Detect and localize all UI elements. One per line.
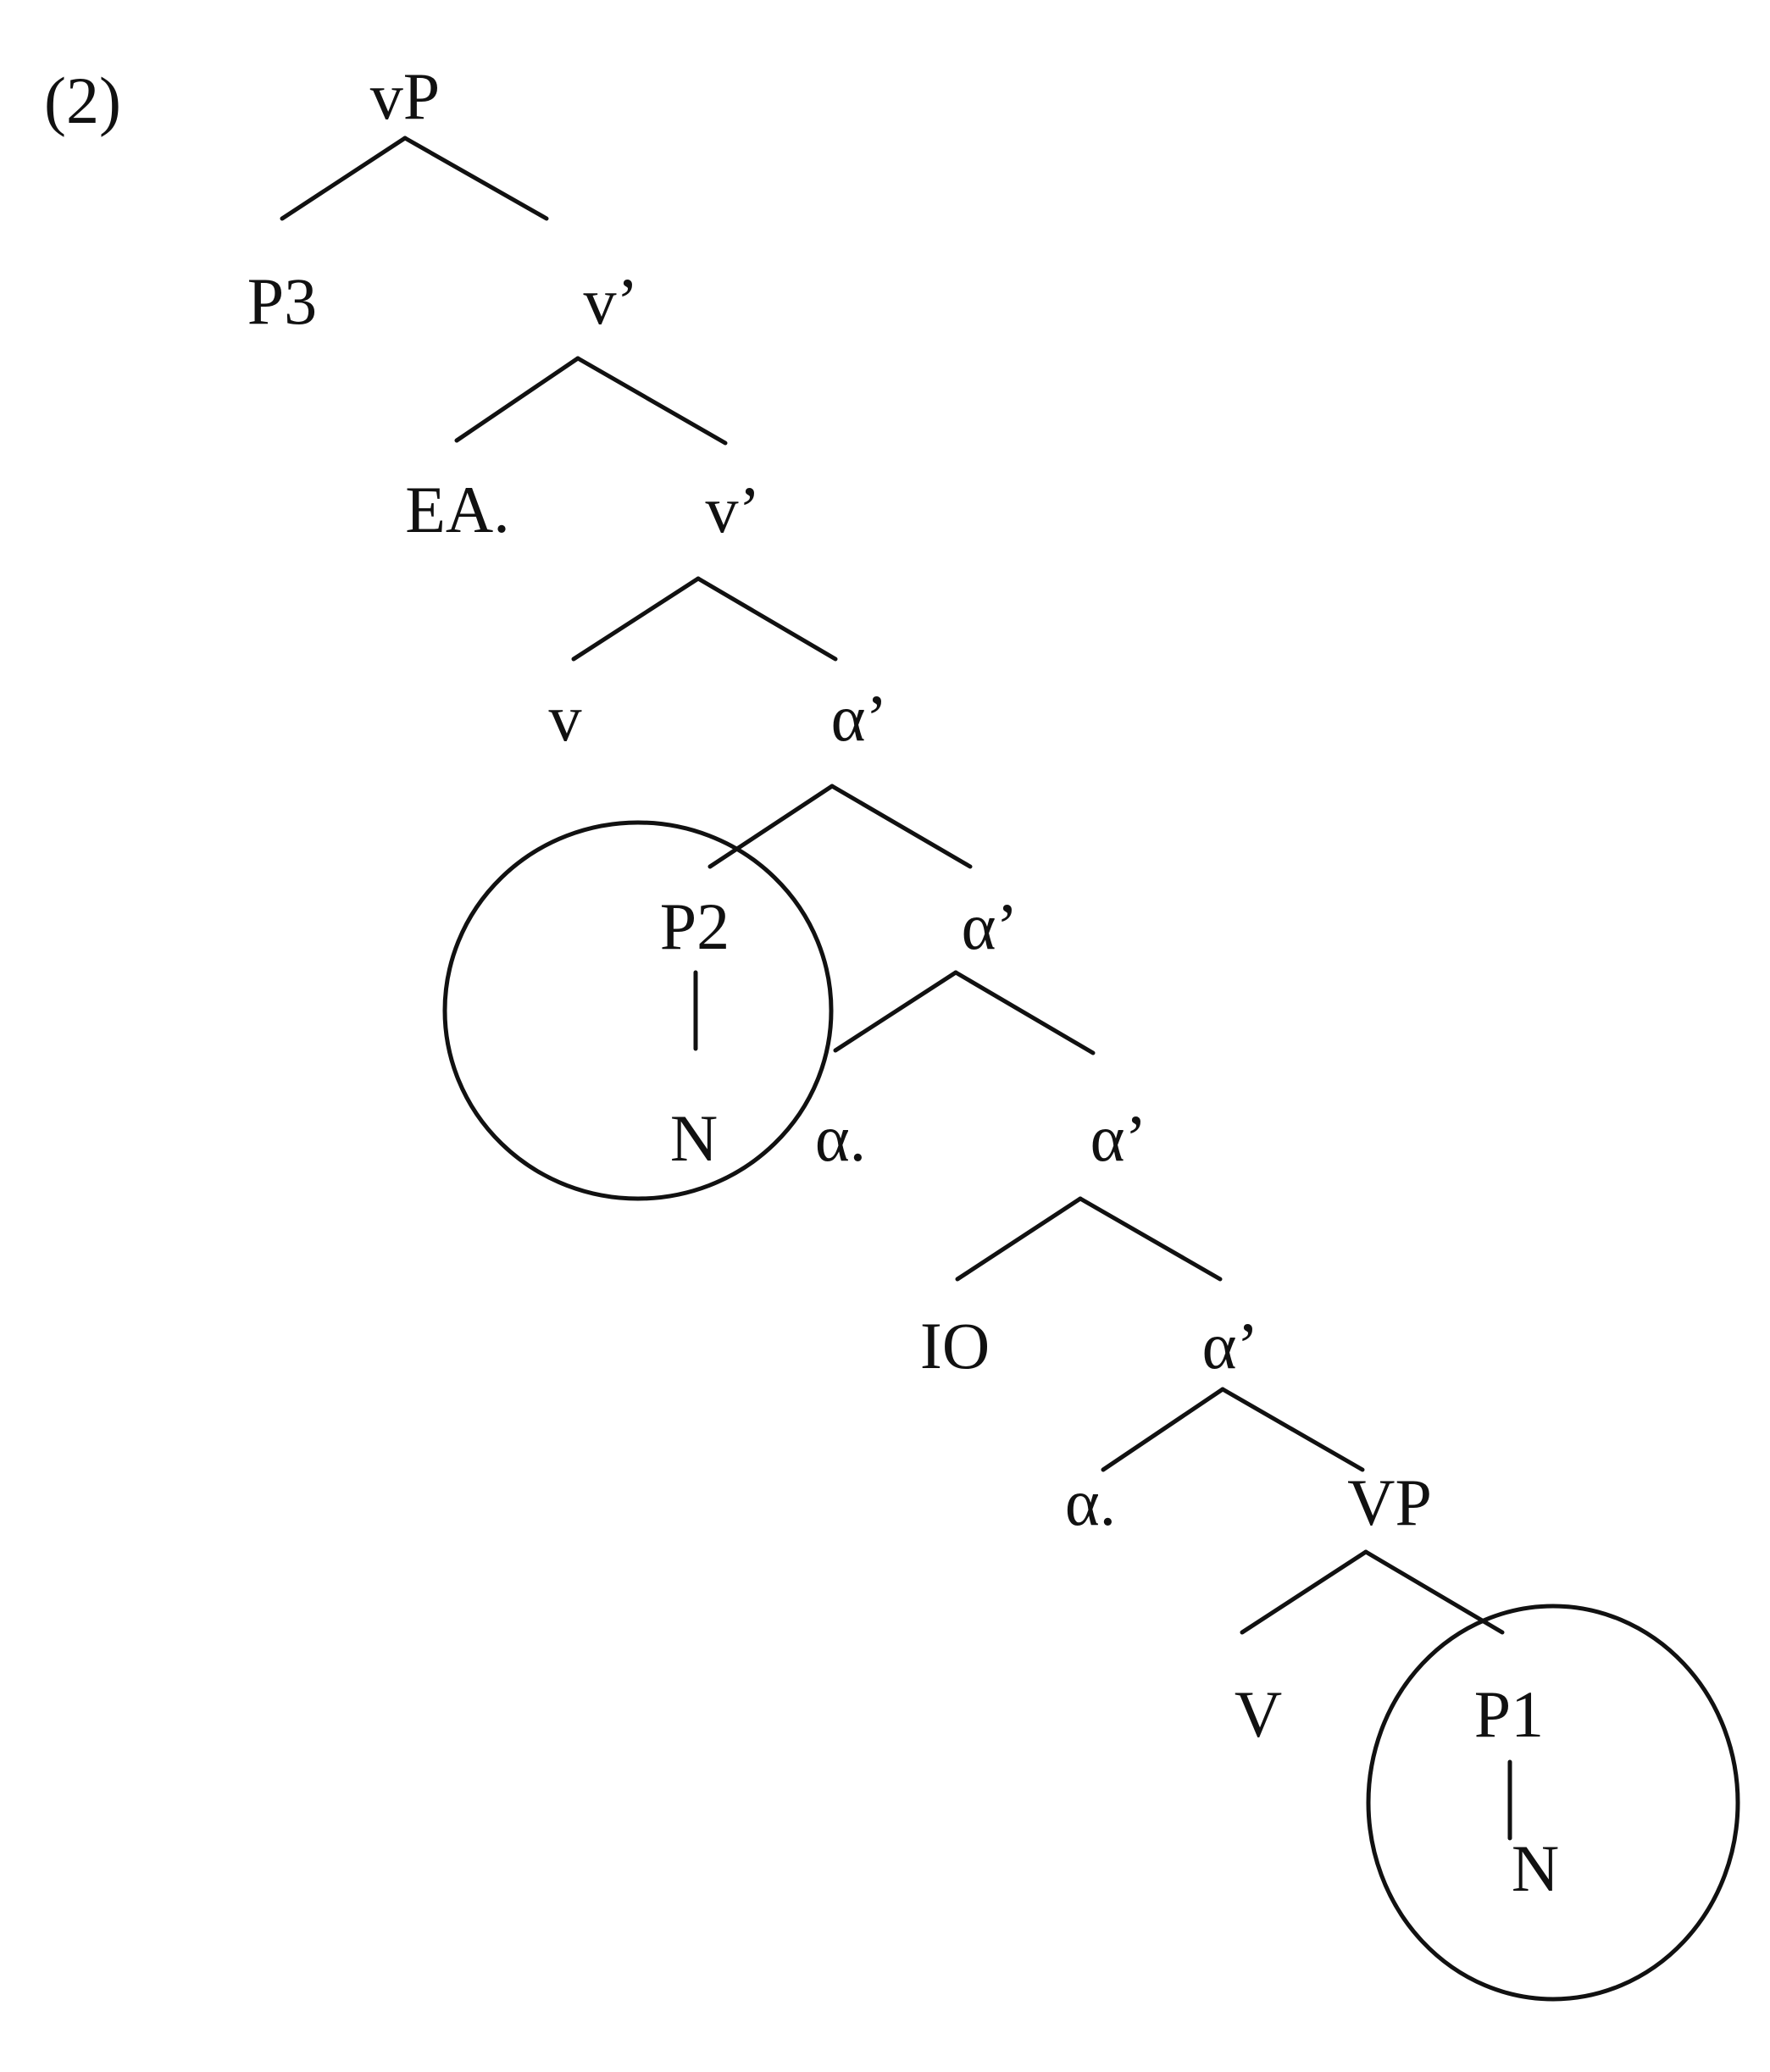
branch-alpha-bar-1-alpha-bar-2 [830, 784, 973, 869]
branch-v-bar-2-alpha-bar-1 [696, 576, 838, 662]
branch-v-bar-2-v [571, 576, 701, 662]
branch-alpha-bar-1-P2 [707, 784, 835, 869]
node-alpha-bar-1: α’ [831, 681, 888, 755]
branch-alpha-bar-3-alpha-bar-4 [1078, 1196, 1223, 1282]
node-EA: EA. [405, 473, 509, 546]
branch-alpha-bar-2-alpha-bar-3 [953, 970, 1096, 1055]
node-P2: P2 [660, 889, 730, 963]
node-N-2: N [1512, 1831, 1559, 1905]
node-alpha-bar-4: α’ [1202, 1309, 1259, 1382]
node-alpha-2: α. [1065, 1465, 1116, 1539]
node-v-bar-1: v’ [584, 264, 639, 338]
branch-VP-V [1240, 1549, 1368, 1635]
branch-VP-P1 [1363, 1549, 1505, 1635]
branch-alpha-bar-4-alpha-2 [1101, 1387, 1225, 1472]
branch-alpha-bar-2-alpha-1 [833, 970, 958, 1053]
branch-alpha-bar-3-IO [955, 1196, 1083, 1282]
circle-P1-subtree [1366, 1604, 1740, 2002]
node-V: V [1235, 1677, 1282, 1751]
example-number: (2) [44, 64, 121, 137]
node-alpha-1: α. [815, 1101, 866, 1175]
node-v-bar-2: v’ [706, 473, 761, 546]
node-IO: IO [920, 1309, 990, 1382]
node-vP: vP [370, 59, 440, 133]
node-v: v [549, 681, 582, 755]
node-P3: P3 [247, 264, 317, 338]
node-alpha-bar-2: α’ [962, 889, 1018, 963]
node-P1: P1 [1474, 1677, 1544, 1751]
node-alpha-bar-3: α’ [1090, 1101, 1147, 1175]
branch-vP-P3 [280, 136, 408, 221]
node-VP: VP [1347, 1465, 1432, 1539]
node-N-1: N [670, 1101, 718, 1175]
branch-vP-v-bar-1 [402, 136, 549, 221]
branch-v-bar-1-v-bar-2 [575, 356, 728, 446]
circle-P2-subtree [442, 820, 834, 1201]
branch-v-bar-1-EA [454, 356, 580, 443]
branch-alpha-bar-4-VP [1220, 1387, 1365, 1472]
